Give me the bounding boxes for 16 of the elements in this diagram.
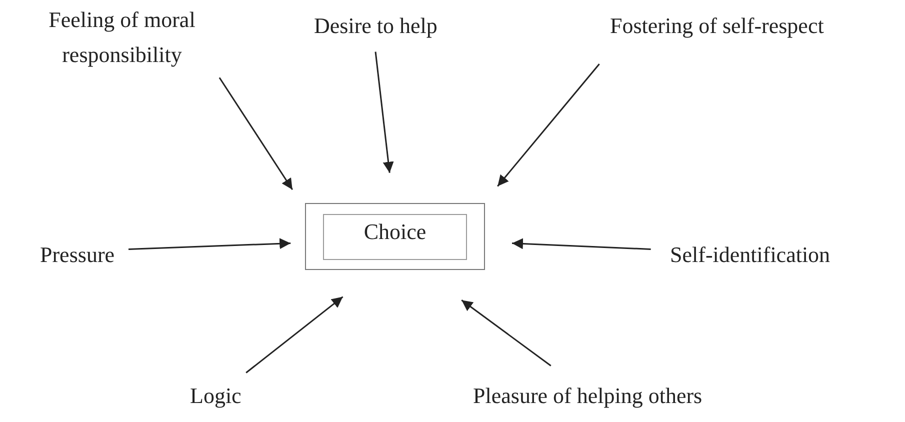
choice-box <box>305 203 485 270</box>
arrow <box>218 77 294 190</box>
factor-label: Fostering of self-respect <box>610 8 824 44</box>
node-label: Choice <box>323 214 467 260</box>
arrow <box>512 238 651 250</box>
factor-label: Pleasure of helping others <box>473 378 702 414</box>
factor-label: Feeling of moral responsibility <box>6 2 238 72</box>
factor-label: Desire to help <box>314 8 438 44</box>
factor-label: Pressure <box>40 237 115 272</box>
arrow <box>497 64 600 187</box>
arrow <box>461 300 552 366</box>
arrow <box>374 52 394 173</box>
arrow <box>246 296 344 374</box>
factor-label: Logic <box>190 378 242 414</box>
arrow <box>128 238 291 250</box>
factor-label: Self-identification <box>670 237 830 272</box>
